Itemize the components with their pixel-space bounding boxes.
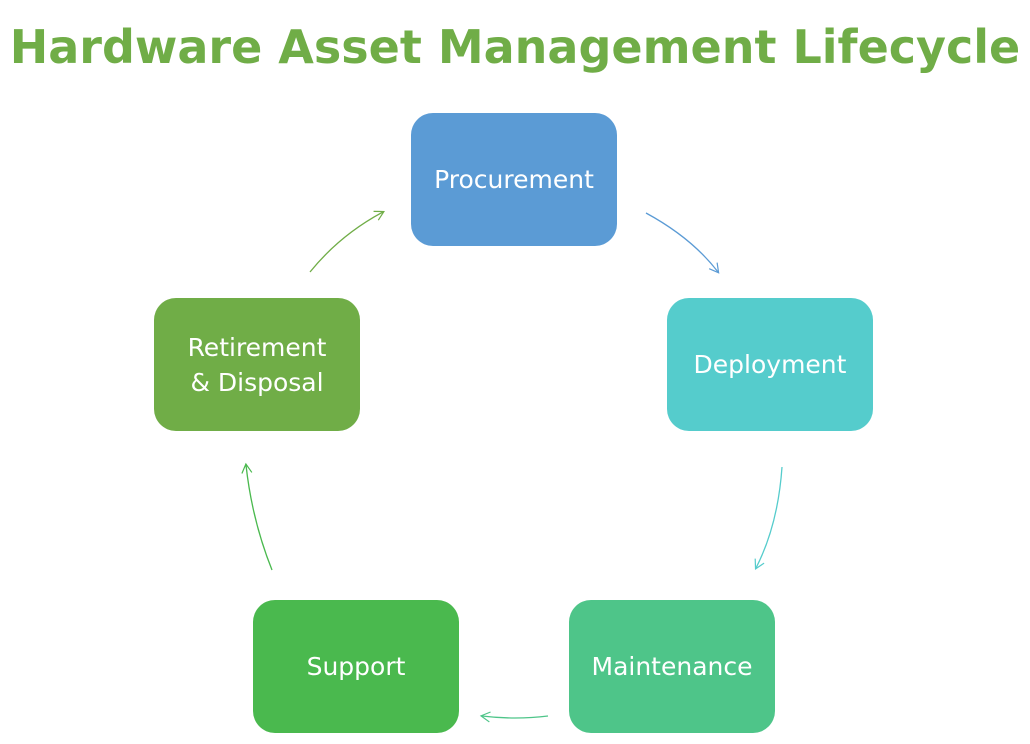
- stage-support: Support: [253, 600, 459, 733]
- arrow-maintenance-to-support: [479, 711, 549, 723]
- stage-maintenance-label: Maintenance: [591, 652, 753, 681]
- stage-deployment-label: Deployment: [693, 350, 847, 379]
- arrow-deployment-to-maintenance: [754, 466, 783, 570]
- arrow-retirement-to-procurement: [309, 210, 385, 273]
- stage-retirement-disposal: Retirement & Disposal: [154, 298, 360, 431]
- stage-maintenance: Maintenance: [569, 600, 775, 733]
- stage-procurement: Procurement: [411, 113, 617, 246]
- stage-procurement-label: Procurement: [434, 165, 594, 194]
- arrow-procurement-to-deployment: [645, 212, 720, 274]
- diagram-title: Hardware Asset Management Lifecycle: [9, 20, 1021, 74]
- arrow-support-to-retirement: [241, 462, 273, 571]
- stage-deployment: Deployment: [667, 298, 873, 431]
- stage-retirement-label: Retirement & Disposal: [187, 332, 327, 397]
- stage-support-label: Support: [306, 652, 406, 681]
